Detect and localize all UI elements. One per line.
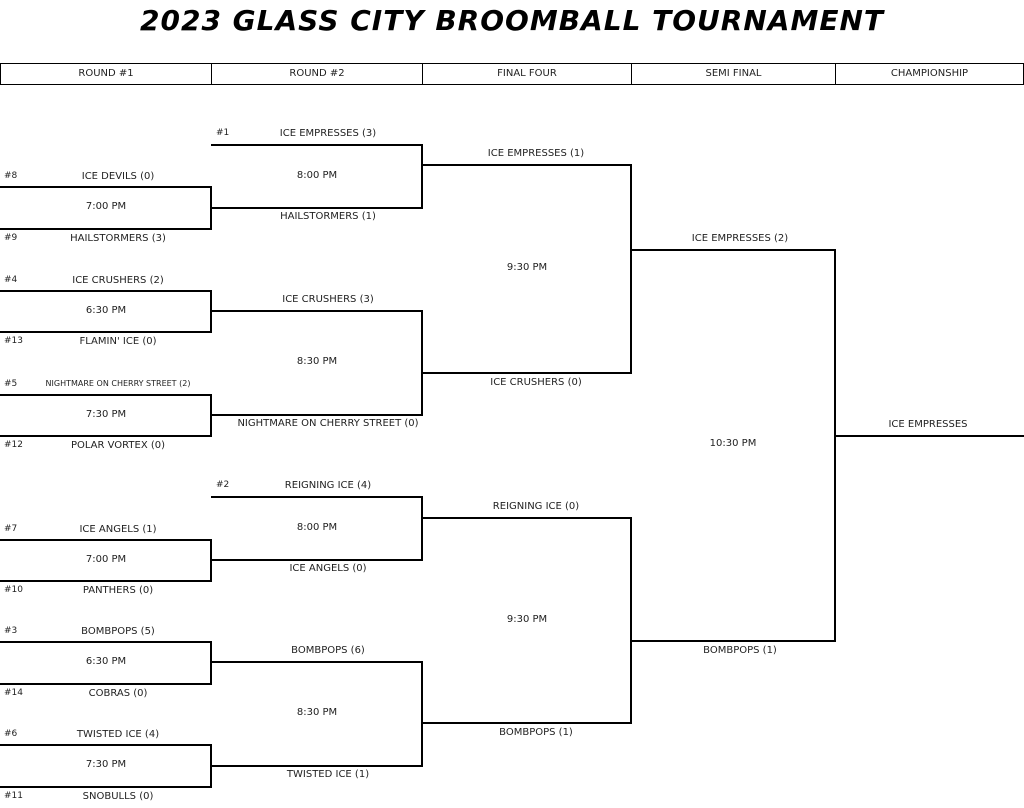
sf-bottom-team: BOMBPOPS (1) (703, 645, 777, 656)
r1-top-team: BOMBPOPS (5) (81, 626, 155, 637)
r1-bottom-seed: #9 (4, 233, 18, 243)
r1-bottom-seed: #11 (4, 791, 23, 801)
champion-team: ICE EMPRESSES (888, 419, 968, 430)
r1-time: 7:00 PM (85, 553, 127, 565)
r2-top-seed: #1 (216, 128, 230, 138)
r2-time: 8:00 PM (296, 169, 338, 181)
r1-time: 7:00 PM (85, 201, 127, 212)
r1-top-seed: #4 (4, 275, 18, 285)
ff-time: 9:30 PM (506, 262, 548, 273)
r2-time: 8:30 PM (296, 356, 338, 367)
r1-bottom-seed: #14 (4, 688, 23, 698)
r1-bottom-team: COBRAS (0) (88, 688, 148, 699)
r2-bottom-team: HAILSTORMERS (1) (280, 211, 376, 222)
r1-time: 6:30 PM (85, 304, 127, 316)
r1-top-seed: #8 (4, 171, 18, 181)
r1-bottom-team: PANTHERS (0) (82, 585, 154, 596)
r1-top-seed: #3 (4, 626, 18, 636)
r2-top-team: ICE EMPRESSES (3) (279, 128, 377, 139)
ff-time: 9:30 PM (506, 613, 548, 625)
ff-bottom-team: ICE CRUSHERS (0) (490, 377, 582, 388)
r1-top-seed: #5 (4, 379, 18, 389)
r2-top-team: ICE CRUSHERS (3) (282, 294, 374, 305)
r2-top-seed: #2 (216, 480, 230, 490)
ff-top-team: ICE EMPRESSES (1) (487, 148, 585, 159)
ff-top-team: REIGNING ICE (0) (492, 501, 580, 512)
r1-bottom-team: POLAR VORTEX (0) (70, 440, 166, 451)
r1-time: 7:30 PM (85, 759, 127, 770)
sf-time: 10:30 PM (709, 438, 757, 449)
round-header-row: ROUND #1 ROUND #2 FINAL FOUR SEMI FINAL … (0, 63, 1024, 85)
r1-bottom-seed: #13 (4, 336, 23, 346)
tournament-title: 2023 GLASS CITY BROOMBALL TOURNAMENT (140, 4, 884, 37)
r1-time: 7:30 PM (85, 408, 127, 420)
r1-top-team: ICE DEVILS (0) (81, 171, 155, 182)
r1-top-team: NIGHTMARE ON CHERRY STREET (2) (45, 379, 191, 388)
ff-bottom-team: BOMBPOPS (1) (499, 727, 573, 738)
r1-bottom-team: FLAMIN' ICE (0) (79, 336, 157, 347)
sf-top-team: ICE EMPRESSES (2) (691, 233, 789, 244)
r1-time: 6:30 PM (85, 656, 127, 667)
r1-bottom-team: HAILSTORMERS (3) (70, 233, 166, 244)
r1-top-team: TWISTED ICE (4) (76, 729, 160, 740)
r2-bottom-team: TWISTED ICE (1) (286, 769, 370, 780)
r2-top-team: BOMBPOPS (6) (291, 645, 365, 656)
r1-top-team: ICE ANGELS (1) (79, 524, 157, 535)
r2-bottom-team: NIGHTMARE ON CHERRY STREET (0) (237, 418, 419, 429)
r1-top-seed: #7 (4, 524, 18, 534)
r1-bottom-seed: #10 (4, 585, 23, 595)
r2-bottom-team: ICE ANGELS (0) (289, 563, 367, 574)
r1-top-team: ICE CRUSHERS (2) (72, 275, 164, 286)
r1-bottom-seed: #12 (4, 440, 23, 450)
r2-time: 8:30 PM (296, 707, 338, 718)
r1-top-seed: #6 (4, 729, 18, 739)
r2-top-team: REIGNING ICE (4) (284, 480, 372, 491)
r2-time: 8:00 PM (296, 521, 338, 533)
r1-bottom-team: SNOBULLS (0) (82, 791, 154, 802)
